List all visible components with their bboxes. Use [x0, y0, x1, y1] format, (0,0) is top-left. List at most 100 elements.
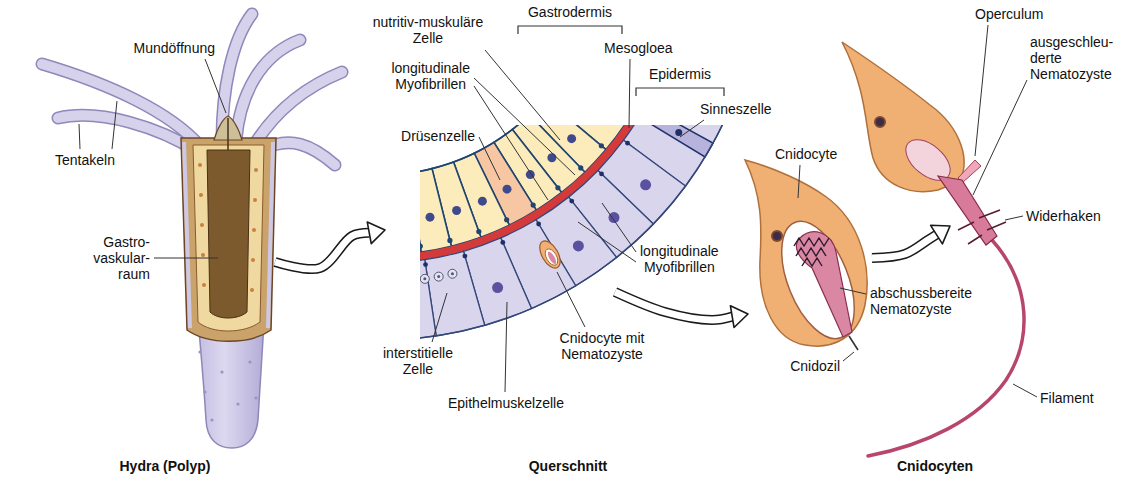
cut-wall: [181, 138, 276, 341]
cell-nucleus: [547, 153, 556, 162]
cross-section: [420, 125, 738, 340]
panel-caption: Querschnitt: [529, 458, 608, 474]
tentacle: [58, 115, 198, 152]
arrow-fill: [872, 235, 937, 258]
myofibril: [420, 244, 423, 249]
nematocyst: [796, 232, 852, 337]
cell-nucleus: [478, 197, 487, 206]
speck: [253, 198, 257, 202]
myofibril: [625, 141, 630, 146]
part-label: abschussbereite Nematozyste: [870, 285, 972, 317]
myofibril: [531, 202, 536, 207]
discharge-arrow: [872, 225, 950, 258]
part-label: nutritiv-muskuläre Zelle: [358, 14, 498, 46]
epidermis-rim: [268, 142, 273, 328]
leader-line: [840, 288, 866, 294]
leader-line: [205, 59, 226, 113]
part-label: longitudinale Myofibrillen: [640, 243, 719, 275]
part-label: Widerhaken: [1026, 208, 1101, 224]
leader-line: [474, 86, 548, 200]
gastrodermis-layer: [193, 145, 264, 331]
myofibril: [599, 172, 604, 177]
cell-body: [536, 237, 565, 271]
barbs: [958, 210, 1006, 244]
gastrodermis-specks: [198, 163, 258, 292]
myofibril: [536, 222, 541, 227]
part-label: Mundöffnung: [134, 40, 215, 56]
leader-line: [112, 101, 117, 149]
cell-body: [842, 42, 964, 192]
leader-line: [578, 222, 636, 262]
speck: [252, 228, 256, 232]
cnidocyte-small: [536, 237, 565, 271]
sense-cell: [639, 125, 713, 157]
gastrovascular-cavity: [207, 150, 250, 318]
cnidocil: [849, 336, 858, 350]
panel-arrow: [275, 222, 385, 269]
cell-nucleus: [452, 206, 461, 215]
part-label: Drüsenzelle: [401, 128, 475, 144]
capsule: [543, 247, 561, 268]
gastrodermis-cell: [420, 169, 451, 253]
brackets: [518, 26, 724, 96]
cell-nucleus: [608, 212, 619, 223]
leader-line: [1005, 216, 1023, 220]
part-label: Tentakeln: [55, 152, 115, 168]
nematocyst: [546, 251, 558, 266]
filament: [868, 240, 1024, 456]
leader-line: [505, 302, 507, 392]
arrow-outline: [872, 235, 937, 258]
speck: [198, 163, 202, 167]
myofibril: [476, 229, 481, 234]
speck: [250, 288, 254, 292]
arrow-fill: [615, 292, 732, 320]
tentacle: [42, 64, 200, 146]
leader-line: [1013, 384, 1037, 397]
myofibril: [447, 238, 452, 243]
speck: [199, 193, 203, 197]
leader-line: [485, 50, 560, 140]
myofibril: [555, 185, 560, 190]
panel-caption: Hydra (Polyp): [119, 458, 210, 474]
barb: [979, 210, 1000, 218]
body-dot: [220, 370, 223, 373]
part-label: Sinneszelle: [700, 101, 772, 117]
part-label: Cnidocyte mit Nematozyste: [555, 330, 650, 362]
body-dot: [236, 402, 239, 405]
interstitial-cell: [434, 272, 443, 281]
cell-nucleus: [567, 134, 576, 143]
panel-caption: Cnidocyten: [897, 458, 973, 474]
epidermis-cell: [420, 260, 436, 340]
cell-nucleus: [675, 129, 682, 136]
gastrodermis-edge: [420, 125, 594, 175]
arrow-outline: [615, 292, 732, 320]
panel: Hydra (Polyp): [55, 0, 275, 486]
part-label: Gastro- vaskular- raum: [93, 234, 150, 282]
cell-nucleus: [437, 275, 440, 278]
gastrodermis-cell: [420, 173, 421, 255]
cell-nucleus: [492, 282, 503, 293]
coiled-thread: [794, 238, 829, 266]
part-label: Cnidocyte: [775, 146, 837, 162]
body-dot: [203, 390, 206, 393]
leader-line: [843, 352, 854, 361]
nucleus: [875, 117, 885, 127]
leader-line: [557, 272, 585, 327]
part-label: Cnidozil: [790, 358, 840, 374]
myofibril: [500, 240, 505, 245]
leader-line: [975, 25, 988, 156]
myofibril: [462, 254, 467, 259]
nucleus: [772, 231, 782, 241]
myofibril: [578, 165, 583, 170]
epidermis-edge: [420, 125, 738, 340]
speck: [200, 223, 204, 227]
leader-line: [798, 165, 800, 198]
leader-line: [432, 293, 447, 342]
myofibril: [569, 199, 574, 204]
myofibril: [599, 143, 604, 148]
leader-line: [474, 78, 575, 175]
hydra-body: [186, 140, 271, 448]
cell-nucleus: [425, 213, 434, 222]
